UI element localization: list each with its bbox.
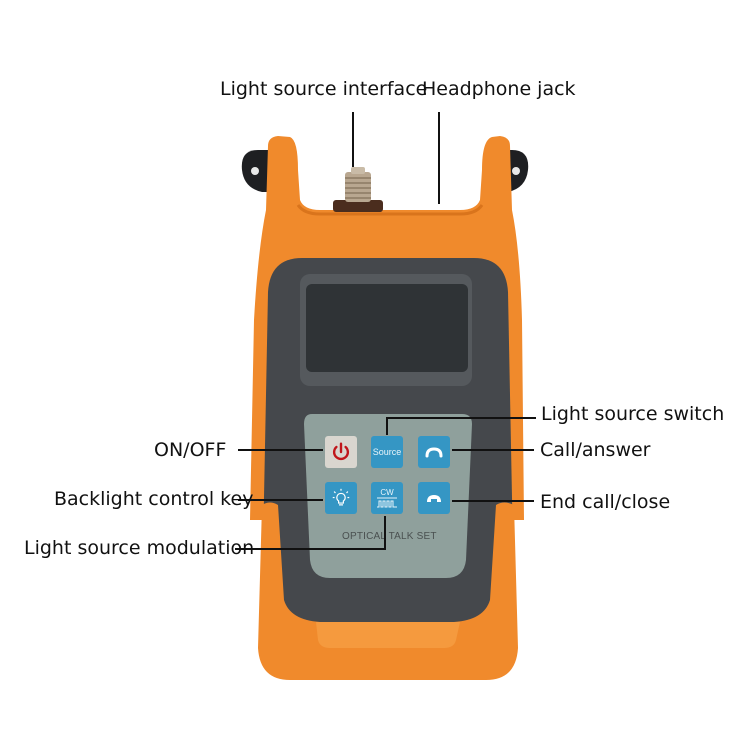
leader-on-off <box>238 449 323 451</box>
leader-modulation-rise <box>384 516 386 550</box>
light-source-connector <box>345 172 371 202</box>
device-brand-text: OPTICAL TALK SET <box>342 531 437 542</box>
call-answer-button[interactable] <box>418 436 450 468</box>
lcd-screen <box>306 284 468 372</box>
label-light-source-interface: Light source interface <box>220 78 428 100</box>
label-backlight-control-key: Backlight control key <box>54 488 254 510</box>
cw-label: CW <box>380 487 394 497</box>
label-on-off: ON/OFF <box>154 439 227 461</box>
leader-headphone-jack <box>438 112 440 204</box>
backlight-control-button[interactable] <box>325 482 357 514</box>
label-light-source-switch: Light source switch <box>541 403 725 425</box>
leader-call-answer <box>452 449 534 451</box>
power-icon <box>332 442 350 461</box>
label-headphone-jack: Headphone jack <box>422 78 576 100</box>
light-source-switch-button[interactable]: Source <box>371 436 403 468</box>
label-end-call-close: End call/close <box>540 491 671 513</box>
leader-light-source-interface <box>352 112 354 167</box>
square-wave-icon <box>377 497 397 507</box>
source-label: Source <box>372 447 402 457</box>
light-source-connector-base <box>333 200 383 212</box>
on-off-button[interactable] <box>325 436 357 468</box>
light-source-modulation-button[interactable]: CW <box>371 482 403 514</box>
label-light-source-modulation: Light source modulation <box>24 537 255 559</box>
end-call-button[interactable] <box>418 482 450 514</box>
label-call-answer: Call/answer <box>540 439 651 461</box>
lightbulb-icon <box>332 488 350 506</box>
leader-end-call <box>452 500 534 502</box>
phone-hangup-icon <box>427 495 441 502</box>
phone-pickup-icon <box>425 447 443 458</box>
leader-light-source-switch <box>386 417 536 419</box>
leader-light-source-switch-drop <box>386 417 388 435</box>
leader-backlight <box>238 499 323 501</box>
leader-modulation <box>235 548 386 550</box>
